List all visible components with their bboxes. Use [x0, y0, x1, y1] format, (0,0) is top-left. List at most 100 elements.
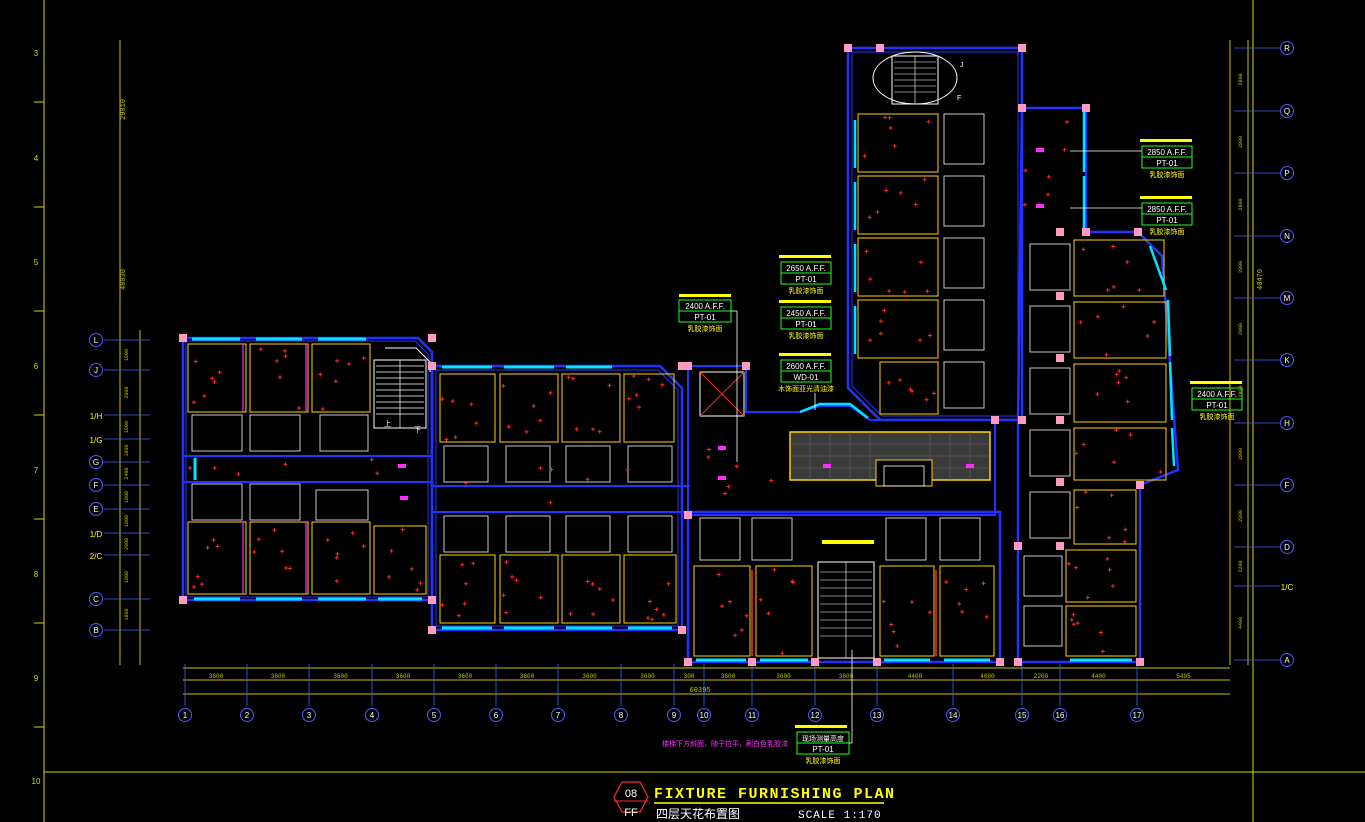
bottom-axis-dim: 3600 — [582, 673, 597, 680]
structural-column — [1056, 542, 1064, 550]
left-axis-dim: 1800 — [124, 515, 130, 527]
structural-column — [876, 44, 884, 52]
ceiling-light — [1112, 460, 1117, 465]
left-axis-dim: 1800 — [124, 444, 130, 456]
structural-column — [1056, 478, 1064, 486]
ceiling-light — [1062, 147, 1067, 152]
structural-column — [1018, 104, 1026, 112]
floor-plan — [181, 46, 1180, 664]
ceiling-light — [660, 382, 665, 387]
ceiling-light — [471, 561, 476, 566]
right-axis-dim: 2200 — [1238, 560, 1244, 572]
ceiling-light — [389, 548, 394, 553]
ceiling-light — [334, 579, 339, 584]
ceiling-light — [274, 359, 279, 364]
ceiling-light — [739, 628, 744, 633]
south-central-rooms — [693, 565, 995, 657]
ceiling-light — [780, 651, 785, 656]
ceiling-light — [1022, 202, 1027, 207]
ceiling-light — [1109, 493, 1114, 498]
structural-column — [873, 658, 881, 666]
ceiling-light — [864, 249, 869, 254]
ceiling-light — [1085, 595, 1090, 600]
magenta-fixture — [966, 464, 974, 468]
lobby-outline — [687, 365, 996, 516]
axis-bubble-bottom-3 — [302, 708, 316, 722]
ceiling-light — [1075, 505, 1080, 510]
ruler-mark-3: 3 — [34, 49, 39, 58]
axis-bubble-left-L — [89, 333, 103, 347]
axis-bubble-bottom-1 — [178, 708, 192, 722]
ceiling-light — [409, 566, 414, 571]
callout-c7-code: PT-01 — [1206, 401, 1228, 410]
ceiling-light — [1114, 372, 1119, 377]
ceiling-light — [450, 399, 455, 404]
ceiling-light — [463, 480, 468, 485]
left-axis-dim: 1800 — [124, 491, 130, 503]
drawing-number: 08 — [625, 788, 637, 800]
ceiling-light — [1117, 369, 1122, 374]
callout-c6-code: PT-01 — [1156, 216, 1178, 225]
ceiling-light — [548, 390, 553, 395]
ceiling-light — [591, 427, 596, 432]
axis-left-G: G — [93, 458, 99, 467]
stair-label-j: J — [960, 62, 964, 69]
callout-c4: 2600 A.F.F. WD-01 木饰面亚光清油漆 — [778, 353, 834, 410]
south-central-outline — [686, 510, 1002, 664]
callout-c8-code: PT-01 — [812, 745, 834, 754]
structural-column — [1136, 658, 1144, 666]
callout-c6: 2850 A.F.F. PT-01 乳胶漆饰面 — [1070, 196, 1193, 236]
callout-c4-height: 2600 A.F.F. — [786, 362, 826, 371]
drawing-subtitle: 四层天花布置图 — [656, 806, 740, 821]
structural-column — [1056, 354, 1064, 362]
bottom-axis-dim: 3600 — [396, 673, 411, 680]
axis-left-E: E — [93, 505, 98, 514]
ceiling-light — [898, 191, 903, 196]
ruler-mark-5: 5 — [34, 258, 39, 267]
callout-c1-desc: 乳胶漆饰面 — [688, 324, 723, 333]
ceiling-light — [887, 289, 892, 294]
ceiling-light — [215, 544, 220, 549]
callout-c6-height: 2850 A.F.F. — [1147, 205, 1187, 214]
bottom-axis-dim: 5405 — [1176, 673, 1191, 680]
ceiling-light — [1075, 621, 1080, 626]
ceiling-light — [868, 338, 873, 343]
ceiling-light — [280, 549, 285, 554]
north-tower-outline — [846, 46, 1024, 422]
ceiling-light — [548, 500, 553, 505]
ceiling-light — [212, 465, 217, 470]
ceiling-light — [252, 550, 257, 555]
ruler-mark-10: 10 — [32, 777, 41, 786]
axis-bubble-bottom-5 — [427, 708, 441, 722]
ceiling-light — [538, 466, 543, 471]
ceiling-light — [335, 358, 340, 363]
ceiling-light — [566, 375, 571, 380]
structural-column — [428, 596, 436, 604]
callout-c5-code: PT-01 — [1156, 159, 1178, 168]
structural-column — [1014, 542, 1022, 550]
structural-column — [1082, 104, 1090, 112]
ceiling-light — [469, 402, 474, 407]
bottom-axis-dim: 3600 — [721, 673, 736, 680]
axis-left-J: J — [94, 366, 98, 375]
callout-c4-code: WD-01 — [794, 373, 819, 382]
structural-column — [996, 658, 1004, 666]
ceiling-light — [922, 177, 927, 182]
axis-left-1-D: 1/D — [90, 530, 103, 539]
ceiling-light — [1125, 399, 1130, 404]
ceiling-light — [1152, 319, 1157, 324]
ceiling-light — [193, 359, 198, 364]
structural-column — [428, 626, 436, 634]
ceiling-light — [272, 528, 277, 533]
axis-bubble-right-H — [1280, 416, 1294, 430]
ceiling-light — [654, 607, 659, 612]
ceiling-light — [585, 579, 590, 584]
structural-column — [844, 44, 852, 52]
structural-column — [684, 511, 692, 519]
ceiling-light — [199, 582, 204, 587]
callout-c6-desc: 乳胶漆饰面 — [1150, 227, 1185, 236]
right-axis-dim: 4400 — [1238, 617, 1244, 629]
ceiling-light — [590, 582, 595, 587]
ceiling-light — [287, 566, 292, 571]
ceiling-light — [568, 611, 573, 616]
